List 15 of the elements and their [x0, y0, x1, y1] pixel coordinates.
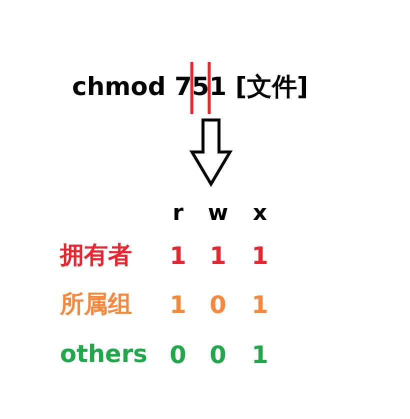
column-header: w — [208, 203, 228, 225]
permission-bit: 0 — [210, 293, 226, 317]
column-header: r — [172, 203, 184, 225]
row-label: others — [60, 342, 148, 366]
permission-bit: 0 — [170, 343, 186, 367]
permission-bit: 0 — [210, 343, 226, 367]
permission-bit: 1 — [252, 293, 268, 317]
permission-bit: 1 — [252, 343, 268, 367]
permission-bit: 1 — [252, 244, 268, 268]
row-label: 拥有者 — [60, 243, 132, 267]
permission-bit: 1 — [170, 293, 186, 317]
row-label: 所属组 — [60, 292, 132, 316]
permission-bit: 1 — [210, 244, 226, 268]
permission-bit: 1 — [170, 244, 186, 268]
column-header: x — [252, 203, 268, 225]
